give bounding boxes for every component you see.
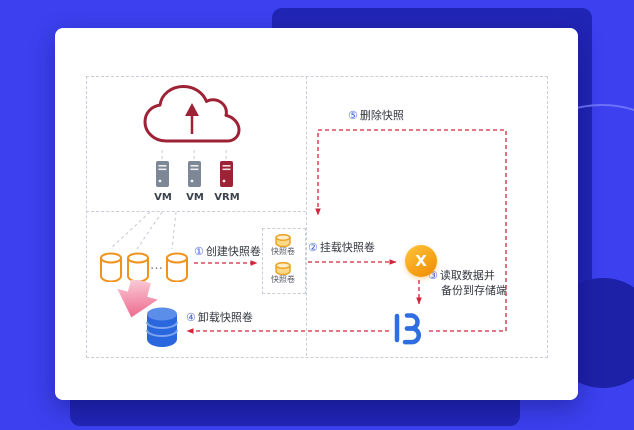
merge-arrow-icon <box>117 280 158 318</box>
server-icon-vrm <box>220 161 233 187</box>
server-icon-vm1 <box>156 161 169 187</box>
backup-software-logo: X <box>405 245 437 277</box>
database-icon <box>146 307 178 347</box>
step-2-text: 挂载快照卷 <box>319 241 375 254</box>
source-volume-icon-2 <box>127 252 149 282</box>
vrm-label: VRM <box>214 192 240 203</box>
storage-logo-icon <box>394 313 422 345</box>
vm-label-2: VM <box>186 192 204 203</box>
step-3-text: 读取数据并 <box>439 269 495 282</box>
step-2-number: ② <box>308 241 318 254</box>
server-icon-vm2 <box>188 161 201 187</box>
zone-divider-horizontal <box>86 211 306 212</box>
vm-label-1: VM <box>154 192 172 203</box>
cloud-icon <box>143 85 241 143</box>
snapshot-volume-box <box>262 228 306 294</box>
step-4-text: 卸载快照卷 <box>197 311 253 324</box>
snapshot-volume-label-1: 快照卷 <box>271 247 295 256</box>
snapshot-volume-icon-1 <box>275 234 291 247</box>
ellipsis-text: … <box>150 258 164 273</box>
step-3-text-line2: 备份到存储端 <box>441 284 507 297</box>
snapshot-volume-label-2: 快照卷 <box>271 275 295 284</box>
step-1-number: ① <box>194 245 204 258</box>
zone-outer-frame <box>86 76 548 358</box>
step-1-text: 创建快照卷 <box>205 245 261 258</box>
step-5-text: 删除快照 <box>359 109 404 122</box>
source-volume-icon-3 <box>166 252 188 282</box>
snapshot-volume-icon-2 <box>275 262 291 275</box>
zone-divider-vertical <box>306 76 307 356</box>
step-5-number: ⑤ <box>348 109 358 122</box>
step-4-number: ④ <box>186 311 196 324</box>
source-volume-icon-1 <box>100 252 122 282</box>
